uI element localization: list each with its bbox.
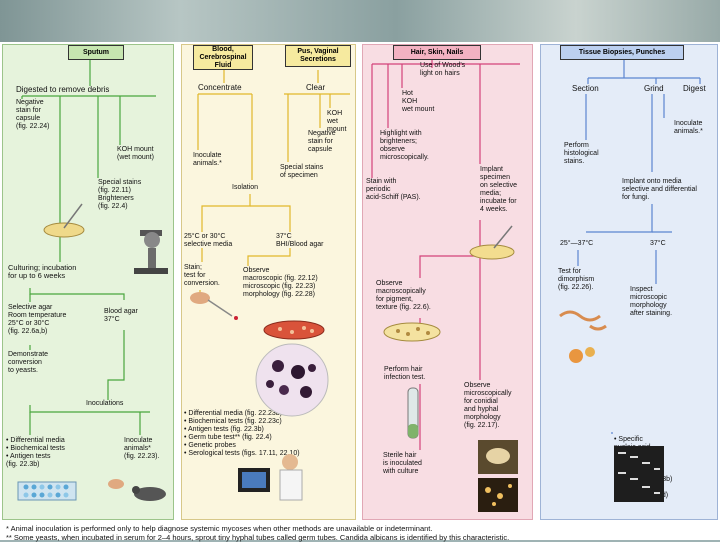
tissue-digest: Digest bbox=[683, 84, 706, 93]
colonies-dish-image bbox=[383, 322, 441, 342]
selective-media-dish-image bbox=[469, 225, 515, 260]
sputum-special-stains: Special stains (fig. 22.11) Brighteners … bbox=[98, 179, 142, 210]
sputum-blood-agar: Blood agar 37°C bbox=[104, 308, 138, 323]
tissue-biopsies-panel bbox=[540, 44, 718, 520]
blood-observe: Observe macroscopic (fig. 22.12) microsc… bbox=[243, 267, 318, 298]
sputum-selective-agar: Selective agar Room temperature 25°C or … bbox=[8, 304, 67, 335]
petri-dish-image bbox=[43, 203, 85, 238]
hair-infection-test: Perform hair infection test. bbox=[384, 366, 426, 381]
micrograph-image bbox=[255, 343, 329, 417]
hair-stain-pas: Stain with periodic acid-Schiff (PAS). bbox=[366, 178, 421, 201]
header-hair-skin-nails: Hair, Skin, Nails bbox=[393, 45, 481, 60]
tissue-histological-stains: Perform histological stains. bbox=[564, 142, 599, 165]
microscope-image bbox=[134, 230, 168, 274]
blood-concentrate: Concentrate bbox=[198, 83, 242, 92]
footnote-animal-inoculation: * Animal inoculation is performed only t… bbox=[6, 524, 433, 533]
tissue-temp-37: 37°C bbox=[650, 240, 666, 247]
hair-woods-light: Use of Wood's light on hairs bbox=[420, 62, 466, 77]
sputum-demonstrate: Demonstrate conversion to yeasts. bbox=[8, 351, 49, 374]
background-photo bbox=[0, 0, 720, 44]
hair-hot-koh: Hot KOH wet mount bbox=[402, 90, 435, 113]
footnote-germ-tube: ** Some yeasts, when incubated in serum … bbox=[6, 533, 510, 542]
hair-highlight-brighteners: Highlight with brighteners; observe micr… bbox=[380, 130, 429, 161]
sputum-digest: Digested to remove debris bbox=[16, 85, 110, 94]
sputum-panel bbox=[2, 44, 174, 520]
sputum-culturing: Culturing; incubation for up to 6 weeks bbox=[8, 263, 77, 280]
blood-selective-media: 25°C or 30°C selective media bbox=[184, 233, 233, 248]
blood-stain-conversion: Stain; test for conversion. bbox=[184, 264, 220, 287]
spores-photo-image bbox=[478, 478, 518, 512]
header-pus-vaginal: Pus, Vaginal Secretions bbox=[285, 45, 351, 67]
blood-tests: • Differential media (fig. 22.23b) • Bio… bbox=[184, 410, 300, 457]
multiwell-plate-image bbox=[17, 481, 77, 501]
blood-inoculate-animals: Inoculate animals.* bbox=[193, 152, 222, 167]
pus-koh-mount: KOH wet mount bbox=[327, 110, 347, 133]
tissue-section: Section bbox=[572, 84, 599, 93]
sputum-inoculations: Inoculations bbox=[86, 400, 124, 407]
lab-worker-image bbox=[238, 454, 303, 501]
pus-special-stains: Special stains of specimen bbox=[280, 164, 324, 179]
blood-pus-panel bbox=[181, 44, 356, 520]
tissue-temp-25-37: 25°—37°C bbox=[560, 240, 594, 247]
dimorphism-image bbox=[559, 310, 607, 363]
header-sputum: Sputum bbox=[68, 45, 124, 60]
tissue-inoculate-animals: Inoculate animals.* bbox=[674, 120, 703, 135]
pus-clear: Clear bbox=[306, 83, 326, 92]
pus-negative-stain: Negative stain for capsule bbox=[308, 130, 336, 153]
syringe-hand-image bbox=[190, 292, 238, 320]
sputum-inoculate-animals: Inoculate animals* (fig. 22.23). bbox=[124, 437, 160, 460]
culture-dish-image bbox=[263, 320, 325, 340]
hair-observe-macro: Observe macroscopically for pigment, tex… bbox=[376, 280, 431, 311]
header-blood-csf: Blood, Cerebrospinal Fluid bbox=[193, 45, 253, 70]
blood-bhi-agar: 37°C BHI/Blood agar bbox=[276, 233, 324, 248]
tissue-dimorphism: Test for dimorphism (fig. 22.26). bbox=[558, 268, 595, 291]
sputum-negative-stain: Negative stain for capsule (fig. 22.24) bbox=[16, 99, 50, 130]
header-tissue-biopsies: Tissue Biopsies, Punches bbox=[560, 45, 684, 60]
tissue-implant-media: Implant onto media selective and differe… bbox=[622, 178, 697, 201]
tissue-inspect-morphology: Inspect microscopic morphology after sta… bbox=[630, 286, 673, 317]
blood-isolation: Isolation bbox=[232, 184, 259, 191]
hair-observe-micro: Observe microscopically for conidial and… bbox=[464, 382, 512, 429]
sputum-koh-mount: KOH mount (wet mount) bbox=[117, 146, 154, 161]
gel-image bbox=[614, 446, 664, 502]
tissue-grind: Grind bbox=[644, 84, 664, 93]
sputum-tests: • Differential media • Biochemical tests… bbox=[6, 437, 65, 468]
test-tube-image bbox=[407, 387, 419, 439]
hair-implant-specimen: Implant specimen on selective media; inc… bbox=[480, 166, 517, 213]
hyphae-photo-image bbox=[478, 440, 518, 474]
mouse-image bbox=[108, 479, 166, 501]
hair-sterile-inoculated: Sterile hair is inoculated with culture bbox=[383, 452, 422, 475]
